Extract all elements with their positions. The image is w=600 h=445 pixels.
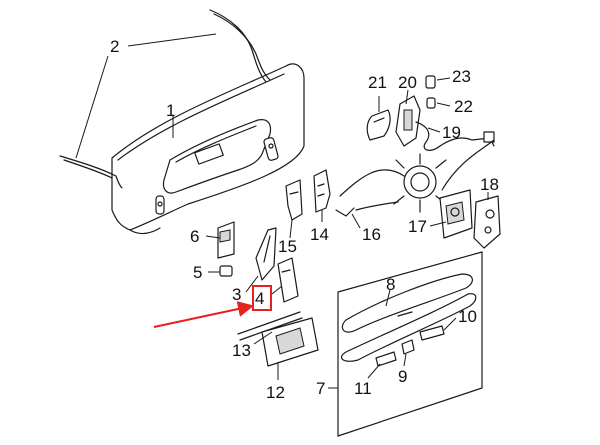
tailgate-panel — [111, 63, 305, 235]
clip-5 — [219, 265, 233, 277]
part-label-9: 9 — [398, 367, 407, 386]
hinge-3 — [255, 227, 277, 281]
part-label-8: 8 — [386, 275, 395, 294]
latch-plate — [439, 189, 473, 239]
part-label-1: 1 — [166, 101, 175, 120]
part-label-7: 7 — [316, 379, 325, 398]
molding-kit-box — [337, 251, 483, 437]
lock-module — [473, 195, 501, 249]
mount-plate-12 — [261, 317, 319, 367]
highlight-arrow — [153, 301, 254, 328]
bracket-4 — [277, 257, 299, 303]
lock-actuator-assembly — [366, 75, 495, 151]
weatherstrip-seal — [59, 9, 271, 189]
part-label-21: 21 — [368, 73, 387, 92]
part-label-13: 13 — [232, 341, 251, 360]
part-label-6: 6 — [190, 227, 199, 246]
wiper-motor-assembly — [335, 139, 495, 217]
part-label-23: 23 — [452, 67, 471, 86]
part-label-17: 17 — [408, 217, 427, 236]
part-label-3: 3 — [232, 285, 241, 304]
leader-lines — [75, 33, 489, 389]
bumper-stop-6 — [217, 221, 235, 259]
part-label-5: 5 — [193, 263, 202, 282]
handle-bracket — [313, 169, 331, 213]
part-label-22: 22 — [454, 97, 473, 116]
part-label-15: 15 — [278, 237, 297, 256]
part-label-10: 10 — [458, 307, 477, 326]
hinge-bracket — [285, 179, 303, 221]
part-label-18: 18 — [480, 175, 499, 194]
part-label-2: 2 — [110, 37, 119, 56]
highlight-box — [252, 285, 272, 311]
part-label-11: 11 — [354, 379, 372, 398]
part-labels: 1 2 3 4 5 6 7 8 9 10 11 12 13 14 15 16 1… — [110, 37, 499, 402]
part-label-12: 12 — [266, 383, 285, 402]
part-label-19: 19 — [442, 123, 461, 142]
part-label-4: 4 — [255, 289, 264, 308]
part-label-16: 16 — [362, 225, 381, 244]
part-label-14: 14 — [310, 225, 329, 244]
part-label-20: 20 — [398, 73, 417, 92]
